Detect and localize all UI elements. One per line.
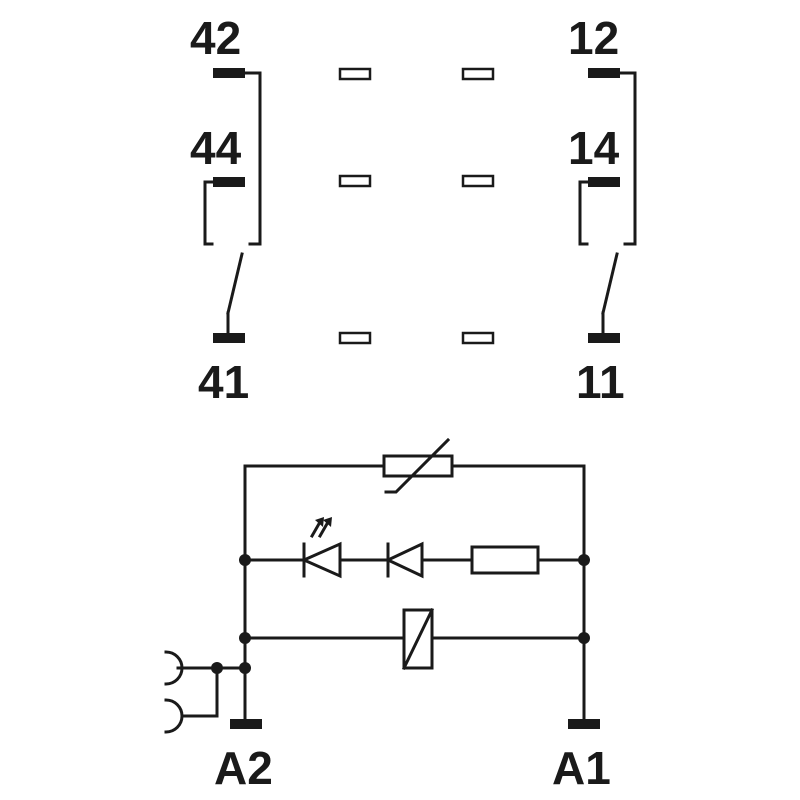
bridge-connector-symbol (164, 650, 247, 734)
terminal-pad-14 (588, 177, 620, 187)
terminal-label-12: 12 (568, 12, 619, 64)
terminal-pad-42 (213, 68, 245, 78)
contact-set-left (203, 68, 262, 343)
nc-contact-wire-12 (618, 71, 637, 246)
led-light-arrow (317, 519, 331, 539)
terminal-label-11: 11 (576, 356, 625, 408)
led-arrow-head (323, 517, 332, 527)
terminal-label-14: 14 (568, 122, 620, 174)
led-indicator (300, 517, 342, 579)
led-body (300, 541, 342, 579)
led-arrow-head (315, 517, 324, 527)
unused-pin (461, 174, 495, 188)
terminal-label-44: 44 (190, 122, 242, 174)
movable-contact-blade-right (601, 252, 619, 315)
unused-pin (338, 67, 372, 81)
terminal-pad-44 (213, 177, 245, 187)
unused-pin (461, 67, 495, 81)
terminal-label-a2: A2 (214, 742, 273, 794)
no-contact-wire-14 (578, 180, 590, 246)
terminal-label-41: 41 (198, 356, 249, 408)
terminal-pad-a1 (568, 719, 600, 729)
junction-dot (578, 632, 590, 644)
terminal-label-a1: A1 (552, 742, 611, 794)
unused-pin (338, 331, 372, 345)
movable-contact-blade-left (226, 252, 244, 315)
terminal-pad-11 (588, 333, 620, 343)
bridge-jaw-lower (164, 698, 184, 734)
unused-pin (461, 331, 495, 345)
nc-contact-wire-42 (243, 71, 262, 246)
series-resistor (470, 545, 540, 575)
bridge-jaw-upper (164, 650, 184, 686)
junction-dot (239, 632, 251, 644)
bridge-link-wire (180, 666, 219, 718)
junction-dot (578, 554, 590, 566)
junction-dot (239, 554, 251, 566)
contact-set-right (578, 68, 637, 343)
terminal-pad-41 (213, 333, 245, 343)
no-contact-wire-44 (203, 180, 215, 246)
varistor (382, 454, 454, 478)
relay-coil-mark (401, 607, 435, 671)
unused-pin-grid (338, 67, 495, 345)
terminal-pad-a2 (230, 719, 262, 729)
terminal-label-42: 42 (190, 12, 241, 64)
terminal-pad-12 (588, 68, 620, 78)
coil-circuit (164, 437, 600, 734)
unused-pin (338, 174, 372, 188)
protection-diode (384, 541, 424, 579)
diode-body (384, 541, 424, 579)
varistor-slope-mark (384, 437, 451, 494)
led-light-arrow (309, 519, 323, 539)
